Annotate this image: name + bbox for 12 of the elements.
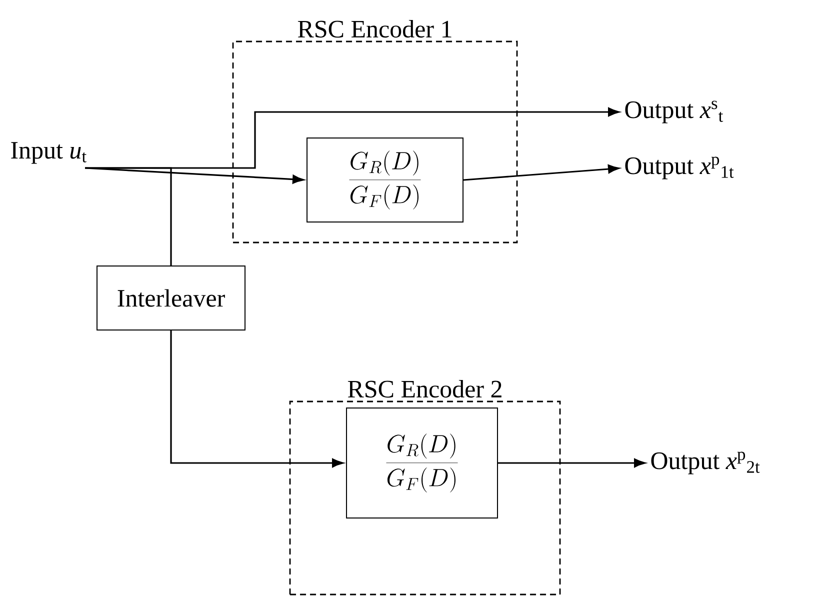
arrow	[170, 330, 344, 468]
group-heading: RSC Encoder 2	[348, 380, 502, 398]
interleaver-box: Interleaver	[96, 266, 246, 330]
group-heading: RSC Encoder 1	[298, 20, 452, 38]
arrow	[463, 164, 620, 181]
input-label: Input u$_{t}$	[11, 142, 86, 164]
output-label: Output x$^{p}$1t	[625, 156, 734, 180]
output-label: Output x$^{s}$t	[625, 100, 724, 124]
arrow	[498, 458, 646, 468]
transfer-function-box: $\frac{G_R(D)}{G_F(D)}$	[346, 408, 498, 518]
transfer-function-box: $\frac{G_R(D)}{G_F(D)}$	[306, 138, 464, 222]
output-label: Output x$^{p}$2t	[651, 452, 760, 474]
